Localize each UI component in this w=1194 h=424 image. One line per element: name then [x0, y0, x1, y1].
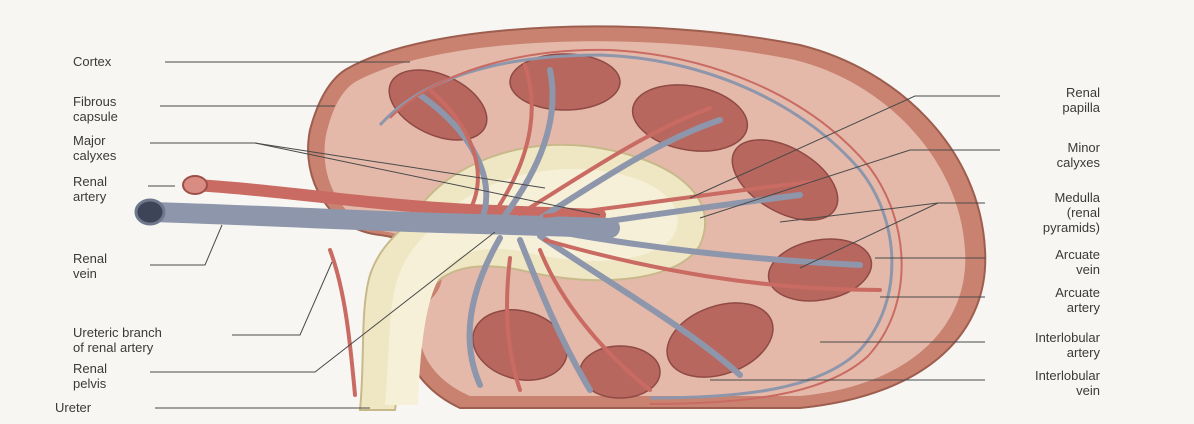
label-medulla: Medulla (renal pyramids)	[1043, 190, 1100, 235]
pyramid	[510, 54, 620, 110]
label-line: Interlobular	[1035, 330, 1100, 345]
label-line: calyxes	[1057, 155, 1100, 170]
label-line: artery	[73, 189, 107, 204]
label-line: (renal	[1043, 205, 1100, 220]
label-arcuate-artery: Arcuate artery	[1055, 285, 1100, 315]
label-renal-artery: Renal artery	[73, 174, 107, 204]
label-line: artery	[1055, 300, 1100, 315]
label-renal-papilla: Renal papilla	[1062, 85, 1100, 115]
label-line: Interlobular	[1035, 368, 1100, 383]
label-renal-vein: Renal vein	[73, 251, 107, 281]
label-cortex: Cortex	[73, 54, 111, 69]
label-line: Ureteric branch	[73, 325, 162, 340]
label-line: Renal	[73, 174, 107, 189]
label-line: capsule	[73, 109, 118, 124]
label-line: Renal	[73, 361, 107, 376]
label-line: calyxes	[73, 148, 116, 163]
label-cortex-text: Cortex	[73, 54, 111, 69]
label-arcuate-vein: Arcuate vein	[1055, 247, 1100, 277]
label-line: of renal artery	[73, 340, 162, 355]
label-major-calyxes: Major calyxes	[73, 133, 116, 163]
label-line: papilla	[1062, 100, 1100, 115]
leader-renal-vein	[150, 225, 222, 265]
label-line: Arcuate	[1055, 247, 1100, 262]
label-ureter-text: Ureter	[55, 400, 91, 415]
label-line: pelvis	[73, 376, 107, 391]
label-fibrous-capsule: Fibrous capsule	[73, 94, 118, 124]
label-line: pyramids)	[1043, 220, 1100, 235]
label-line: Renal	[73, 251, 107, 266]
label-line: Major	[73, 133, 116, 148]
renal-artery-opening	[183, 176, 207, 194]
leader-ureteric-branch	[232, 262, 332, 335]
label-line: Arcuate	[1055, 285, 1100, 300]
label-minor-calyxes: Minor calyxes	[1057, 140, 1100, 170]
label-line: Renal	[1062, 85, 1100, 100]
label-line: vein	[1035, 383, 1100, 398]
label-line: Fibrous	[73, 94, 118, 109]
label-line: Medulla	[1043, 190, 1100, 205]
label-renal-pelvis: Renal pelvis	[73, 361, 107, 391]
label-line: Minor	[1057, 140, 1100, 155]
label-interlobular-vein: Interlobular vein	[1035, 368, 1100, 398]
label-line: vein	[73, 266, 107, 281]
label-ureter: Ureter	[55, 400, 91, 415]
label-ureteric-branch: Ureteric branch of renal artery	[73, 325, 162, 355]
renal-vein-opening	[136, 200, 164, 224]
label-line: vein	[1055, 262, 1100, 277]
label-line: artery	[1035, 345, 1100, 360]
label-interlobular-artery: Interlobular artery	[1035, 330, 1100, 360]
